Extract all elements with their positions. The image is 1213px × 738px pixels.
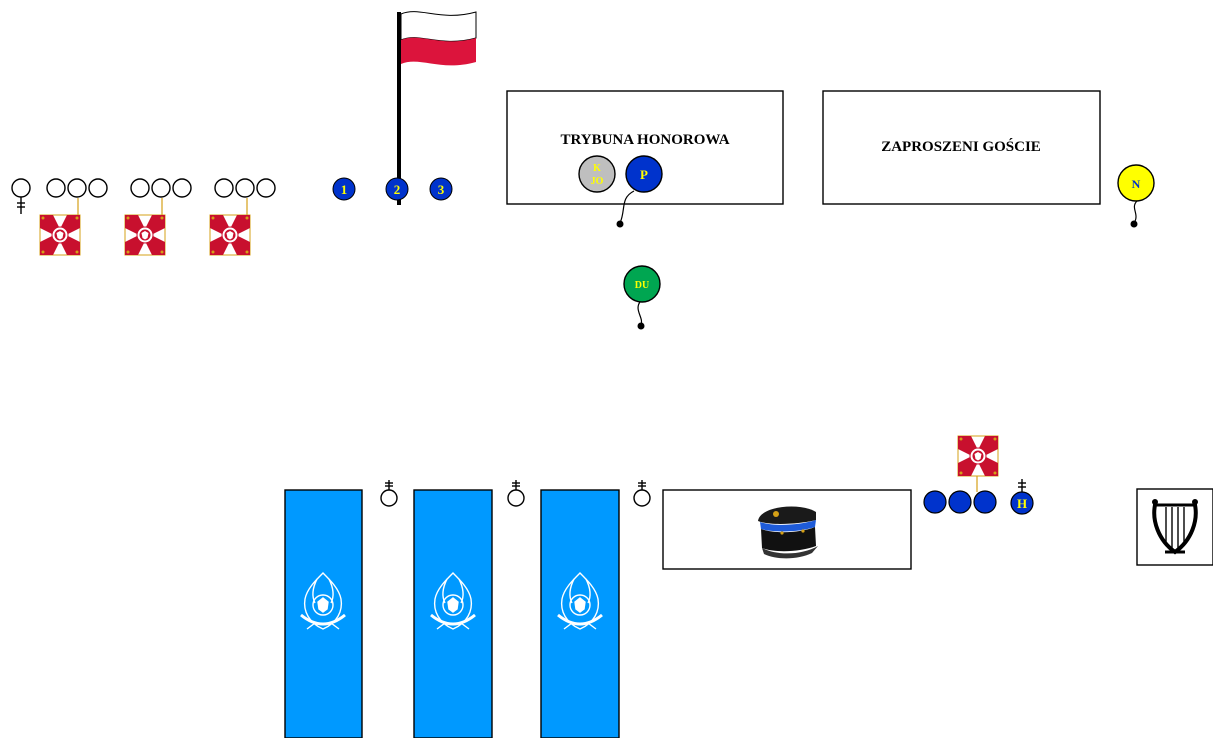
- guests-label: ZAPROSZENI GOŚCIE: [881, 138, 1041, 155]
- person-du-label: DU: [635, 280, 649, 291]
- military-standard-icon: [209, 198, 251, 256]
- person-kjo: K JO: [578, 155, 616, 193]
- tribune-label: TRYBUNA HONOROWA: [560, 132, 729, 148]
- person-n-label: N: [1132, 177, 1141, 191]
- flag-marker-1: 1: [332, 177, 356, 201]
- orchestra-area: [1136, 488, 1213, 566]
- person-p-label: P: [640, 167, 648, 182]
- military-standard-icon: [124, 198, 166, 256]
- military-standard-icon: [39, 198, 81, 256]
- person-du: DU: [623, 265, 661, 330]
- uniform-cap-icon: [758, 506, 818, 559]
- soldier-group-3: [214, 178, 276, 198]
- soldier-group-blue: [923, 490, 997, 514]
- person-h: H: [1010, 479, 1034, 515]
- person-kjo-label-2: JO: [591, 176, 604, 187]
- lyre-icon: [1152, 499, 1198, 555]
- uniform-cap-area: [662, 489, 912, 570]
- person-n: N: [1117, 164, 1155, 228]
- flag-marker-label: 2: [394, 182, 401, 197]
- flag-marker-2: 2: [385, 177, 409, 201]
- invited-guests-area: ZAPROSZENI GOŚCIE: [822, 90, 1101, 205]
- person-kjo-label-1: K: [593, 163, 601, 174]
- fire-service-banner-icon: [413, 489, 493, 738]
- poland-flag-icon: [397, 11, 477, 205]
- fire-service-banner-icon: [284, 489, 363, 738]
- flag-marker-label: 3: [438, 182, 445, 197]
- commander-symbol-icon: [380, 479, 398, 507]
- military-standard-icon: [957, 435, 999, 492]
- soldier-group-1: [46, 178, 108, 198]
- flag-marker-label: 1: [341, 182, 348, 197]
- commander-symbol-icon: [507, 479, 525, 507]
- soldier-group-2: [130, 178, 192, 198]
- commander-symbol-icon: [11, 178, 31, 214]
- flag-marker-3: 3: [429, 177, 453, 201]
- fire-service-banner-icon: [540, 489, 620, 738]
- person-p: P: [616, 155, 663, 228]
- commander-symbol-icon: [633, 479, 651, 507]
- person-h-label: H: [1017, 496, 1027, 511]
